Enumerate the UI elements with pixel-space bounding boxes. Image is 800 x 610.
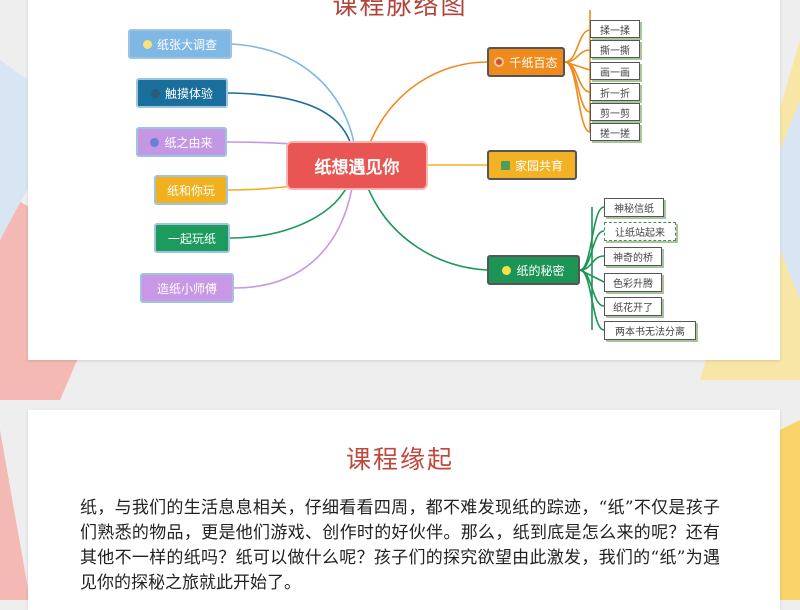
leaf-mystery-letter: 神秘信纸	[604, 198, 664, 217]
puzzle-icon	[500, 160, 510, 170]
hand-icon	[150, 88, 160, 98]
section-title: 课程缘起	[345, 445, 454, 474]
branch-paper-play-with-you: 纸和你玩	[154, 175, 228, 205]
branch-paper-origin: 纸之由来	[136, 127, 227, 157]
leaf-cut: 剪一剪	[590, 103, 640, 121]
branch-papermaking-master: 造纸小师傅	[140, 273, 234, 303]
leaf-paper-flower: 纸花开了	[604, 297, 662, 316]
leaf-fold: 折一折	[590, 83, 640, 101]
branch-paper-survey: 纸张大调查	[128, 29, 232, 59]
center-label: 纸想遇见你	[314, 158, 400, 178]
mindmap-title: 课程脉络图	[332, 0, 468, 20]
leaf-tear: 撕一撕	[590, 40, 640, 58]
sun-icon	[142, 39, 152, 49]
branch-paper-variety: 千纸百态	[487, 47, 565, 77]
origin-paragraph: 纸，与我们的生活息息相关，仔细看看四周，都不难发现纸的踪迹，“纸”不仅是孩子们熟…	[80, 498, 720, 593]
leaf-color-rise: 色彩升腾	[604, 273, 662, 292]
leaf-magic-bridge: 神奇的桥	[604, 247, 662, 266]
donut-icon	[494, 57, 505, 67]
leaf-paper-stand-up: 让纸站起来	[604, 222, 676, 241]
leaf-knead: 揉一揉	[590, 20, 640, 38]
branch-touch-experience: 触摸体验	[136, 78, 228, 108]
leaf-draw: 画一画	[590, 62, 640, 80]
leaf-rub: 搓一搓	[590, 123, 640, 141]
leaf-inseparable-books: 两本书无法分离	[604, 321, 696, 340]
branch-play-paper-together: 一起玩纸	[154, 223, 230, 253]
rocket-icon	[150, 137, 160, 147]
branch-home-school: 家园共育	[487, 150, 577, 180]
bulb-icon	[502, 265, 512, 275]
origin-slide	[28, 410, 780, 610]
branch-paper-secrets: 纸的秘密	[487, 255, 580, 285]
mindmap-center-node: 纸想遇见你	[288, 143, 426, 188]
